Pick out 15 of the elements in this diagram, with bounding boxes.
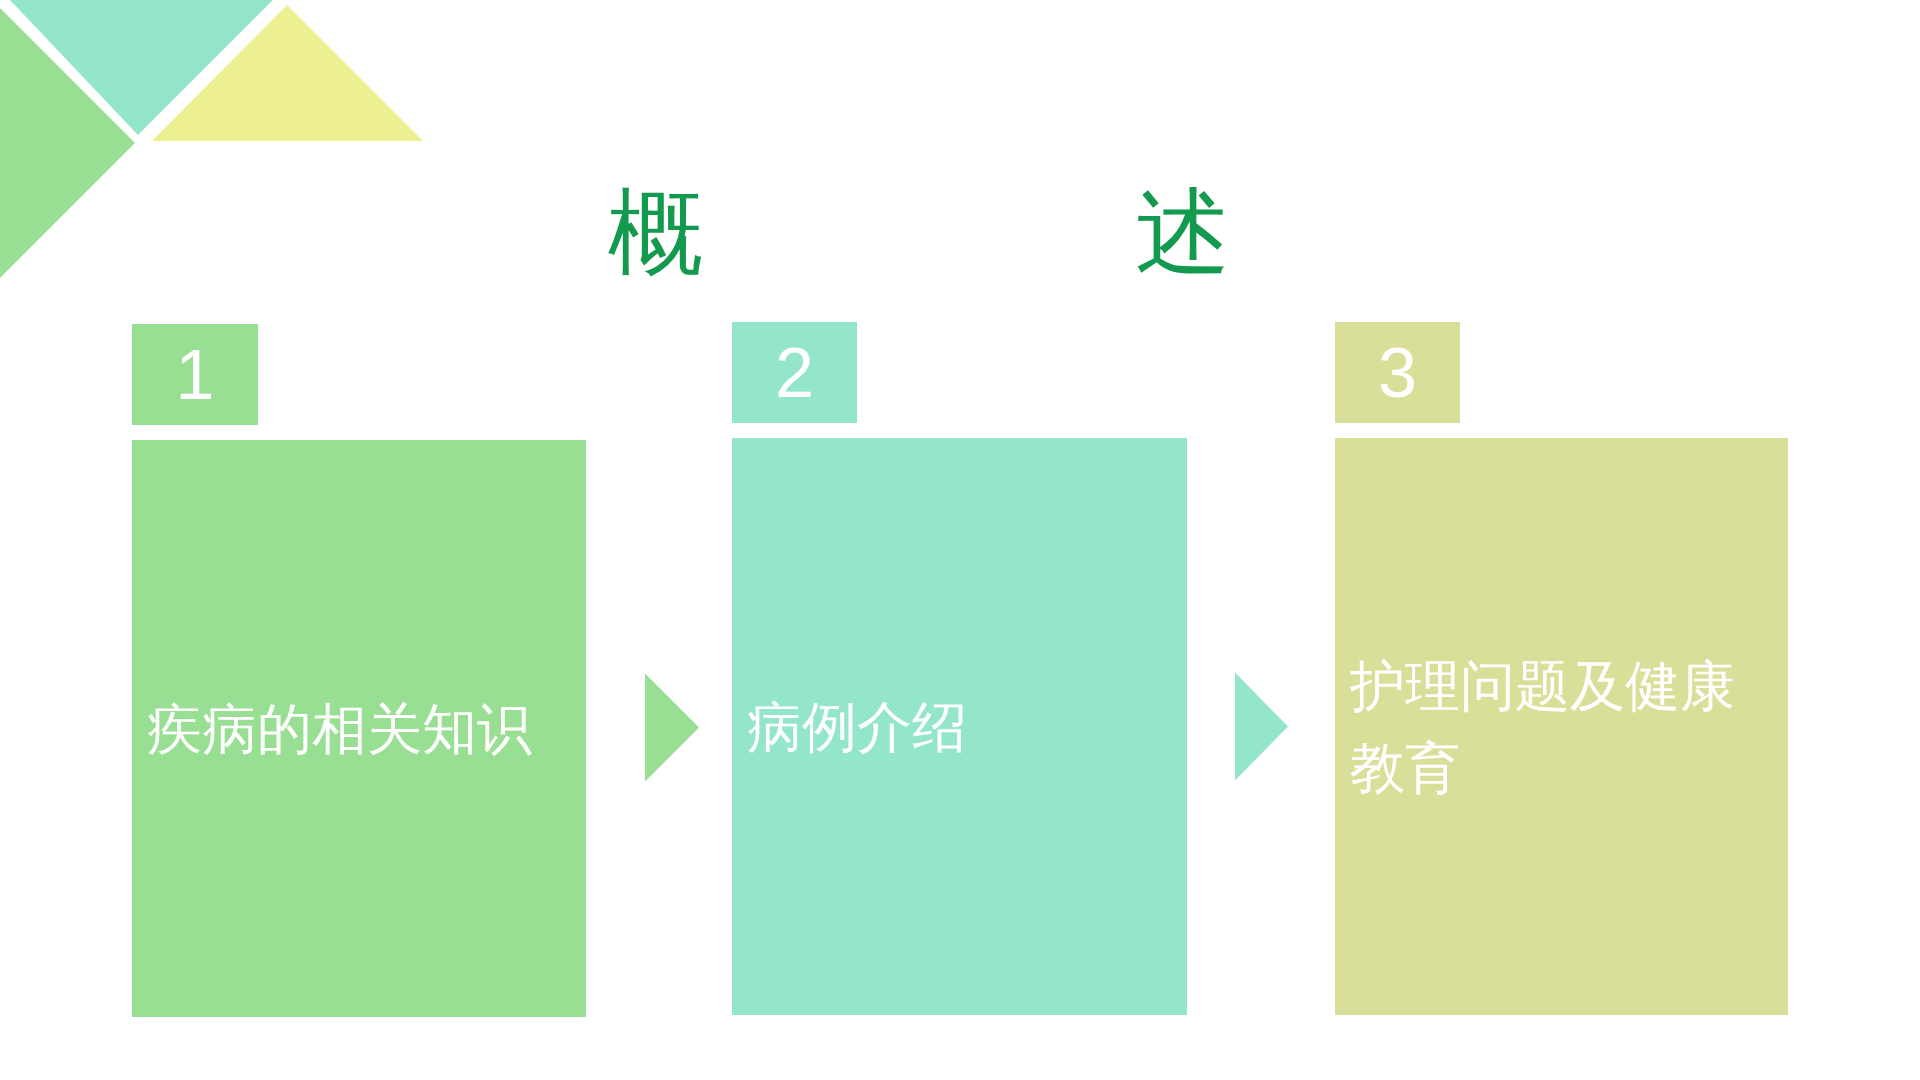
step-number: 1: [175, 339, 215, 410]
chevron-arrow: [645, 673, 699, 782]
topic-label: 病例介绍: [747, 694, 967, 760]
step-number: 3: [1378, 337, 1417, 408]
topic-card: [732, 438, 1187, 1015]
step-number: 2: [775, 337, 814, 408]
number-tile: [732, 322, 857, 423]
topic-label: 护理问题及健康教育: [1350, 653, 1736, 801]
chevron-arrow: [1235, 672, 1288, 781]
topic-card: [132, 440, 586, 1017]
number-tile: [132, 324, 258, 425]
number-tile: [1335, 322, 1460, 423]
topic-card: [1335, 438, 1788, 1015]
slide-title: 概述: [608, 183, 1230, 283]
topic-label: 疾病的相关知识: [147, 696, 532, 762]
